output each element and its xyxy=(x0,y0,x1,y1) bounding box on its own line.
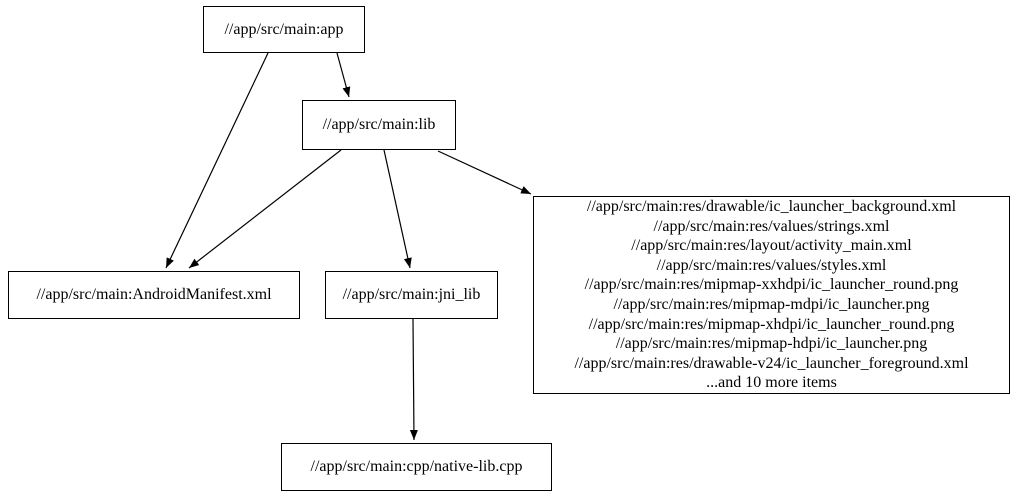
graph-node-native-lib: //app/src/main:cpp/native-lib.cpp xyxy=(281,443,552,491)
node-label: //app/src/main:res/mipmap-hdpi/ic_launch… xyxy=(615,335,928,353)
node-label: //app/src/main:res/layout/activity_main.… xyxy=(631,237,912,255)
edge-app-to-android-manifest xyxy=(165,52,269,269)
node-label: //app/src/main:cpp/native-lib.cpp xyxy=(310,458,523,476)
graph-node-lib: //app/src/main:lib xyxy=(302,100,456,150)
graph-node-app: //app/src/main:app xyxy=(203,6,365,53)
edge-lib-to-resources xyxy=(437,150,532,195)
node-label: //app/src/main:AndroidManifest.xml xyxy=(36,286,272,304)
graph-node-android-manifest: //app/src/main:AndroidManifest.xml xyxy=(8,271,300,319)
node-label: //app/src/main:res/values/styles.xml xyxy=(656,256,887,274)
node-label: //app/src/main:lib xyxy=(322,116,436,134)
node-label: //app/src/main:res/mipmap-mdpi/ic_launch… xyxy=(613,296,930,313)
node-label: ...and 10 more items xyxy=(706,374,837,392)
edge-lib-to-jni-lib xyxy=(383,149,412,269)
node-label: //app/src/main:jni_lib xyxy=(342,286,481,304)
node-label: //app/src/main:res/drawable/ic_launcher_… xyxy=(586,198,957,216)
node-label: //app/src/main:res/values/strings.xml xyxy=(653,217,890,235)
edge-lib-to-android-manifest xyxy=(188,149,342,269)
node-label: //app/src/main:res/drawable-v24/ic_launc… xyxy=(574,354,969,372)
node-label: //app/src/main:res/mipmap-xxhdpi/ic_laun… xyxy=(584,276,959,294)
node-label: //app/src/main:app xyxy=(224,20,344,38)
edge-app-to-lib xyxy=(336,52,351,98)
node-label: //app/src/main:res/mipmap-xhdpi/ic_launc… xyxy=(588,315,955,333)
graph-node-resources: //app/src/main:res/drawable/ic_launcher_… xyxy=(533,196,1010,394)
graph-node-jni-lib: //app/src/main:jni_lib xyxy=(325,271,498,319)
edge-jni-lib-to-native-lib xyxy=(409,318,418,441)
